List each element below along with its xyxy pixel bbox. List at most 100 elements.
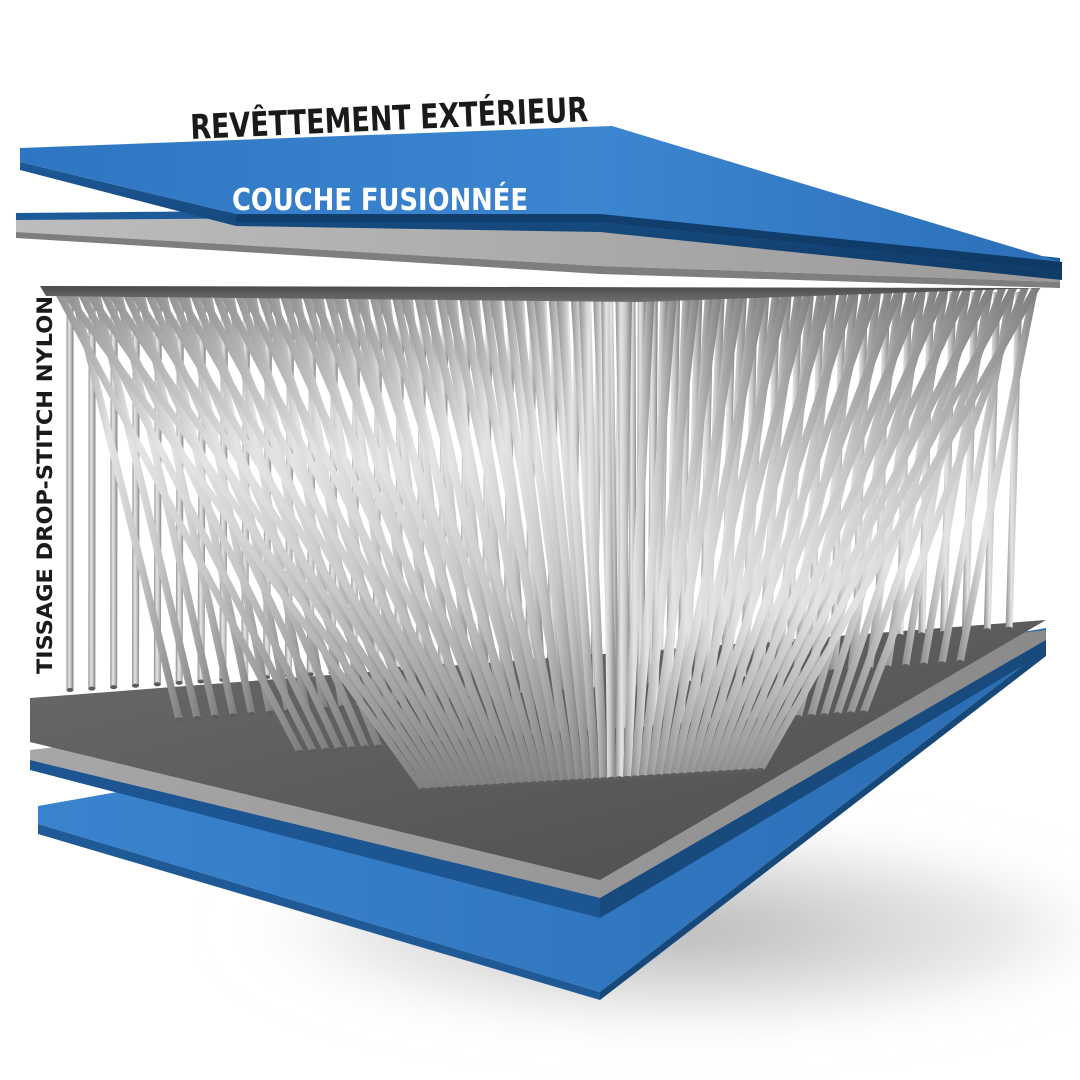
fiber-anchor	[335, 747, 344, 752]
fiber-anchor	[896, 633, 904, 638]
fiber-anchor	[309, 749, 318, 754]
fiber-anchor	[211, 714, 220, 719]
fiber-anchor	[732, 769, 741, 774]
fiber-anchor	[820, 713, 829, 718]
fiber	[147, 287, 460, 788]
fiber-anchor	[450, 785, 460, 790]
fiber-anchor	[348, 746, 357, 751]
fiber	[170, 287, 468, 788]
fiber-anchor	[938, 661, 946, 666]
fiber-anchor	[497, 783, 507, 788]
fiber	[740, 287, 995, 771]
fiber-anchor	[229, 713, 238, 718]
fiber	[859, 288, 1029, 713]
fiber	[615, 287, 633, 779]
fiber	[755, 288, 1041, 770]
fiber	[716, 287, 927, 773]
fiber-anchor	[575, 778, 585, 783]
fiber	[88, 292, 96, 689]
fiber	[833, 288, 984, 715]
fiber-anchor	[918, 632, 926, 637]
fiber	[79, 287, 436, 790]
fiber-anchor	[482, 784, 491, 789]
fiber-anchor	[513, 782, 522, 787]
fiber-anchor	[833, 712, 842, 717]
fiber-anchor	[474, 784, 483, 789]
fiber-anchor	[193, 716, 201, 720]
fiber	[510, 287, 585, 781]
fiber	[708, 287, 905, 773]
fiber-anchor	[529, 781, 538, 786]
fiber-anchor	[490, 783, 499, 788]
fiber-anchor	[661, 773, 671, 778]
fiber	[142, 288, 357, 749]
fiber-anchor	[859, 710, 868, 715]
fiber-anchor	[747, 768, 757, 773]
fiber-anchor	[521, 781, 530, 786]
fiber	[66, 292, 74, 690]
fiber-anchor	[591, 777, 601, 782]
fiber-anchor	[110, 685, 118, 690]
fiber	[102, 287, 444, 789]
fiber-anchor	[419, 787, 429, 792]
fiber	[638, 287, 701, 777]
fiber	[261, 287, 499, 786]
fiber-anchor	[458, 785, 468, 790]
fiber-anchor	[583, 778, 593, 783]
fiber	[351, 287, 530, 784]
fiber-anchor	[153, 682, 161, 687]
fiber	[306, 287, 515, 785]
fiber	[248, 290, 329, 709]
fiber	[442, 287, 562, 782]
top-outer-coating	[20, 126, 1062, 280]
fiber-anchor	[361, 745, 370, 750]
fiber	[747, 287, 1018, 771]
fiber	[724, 287, 950, 772]
fiber	[419, 287, 554, 783]
fiber-anchor	[716, 770, 726, 775]
fiber	[193, 287, 476, 788]
fiber-anchor	[956, 660, 964, 664]
top-base-sheet	[40, 286, 1040, 302]
fiber-anchor	[740, 768, 749, 773]
fiber	[374, 287, 538, 784]
fiber-anchor	[132, 683, 140, 688]
fiber-anchor	[654, 773, 663, 778]
fiber-anchor	[552, 779, 562, 784]
fiber-anchor	[374, 744, 383, 749]
fiber-anchor	[755, 768, 765, 772]
fiber-anchor	[638, 774, 648, 779]
fiber-anchor	[443, 786, 452, 791]
fused-layer-label: COUCHE FUSIONNÉE	[232, 182, 528, 218]
fiber-anchor	[901, 664, 910, 668]
fiber-anchor	[427, 787, 436, 792]
fiber-anchor	[919, 662, 928, 667]
fiber	[74, 288, 318, 752]
fiber	[693, 287, 859, 774]
fiber-anchor	[435, 786, 444, 791]
fiber-anchor	[568, 779, 577, 784]
fiber-anchor	[607, 776, 616, 781]
fiber	[661, 287, 769, 776]
fiber	[654, 287, 746, 776]
fiber-anchor	[677, 772, 687, 777]
fiber-anchor	[544, 780, 554, 785]
fiber-anchor	[685, 772, 694, 777]
fiber	[69, 290, 183, 720]
fiber	[164, 288, 370, 748]
fiber-anchor	[175, 717, 183, 722]
fiber	[487, 287, 577, 782]
fiber	[685, 287, 837, 775]
fiber-anchor	[536, 780, 546, 785]
fiber	[525, 288, 580, 733]
fiber	[238, 287, 491, 787]
fiber	[91, 290, 201, 718]
fiber-anchor	[560, 779, 569, 784]
fiber-anchor	[669, 773, 679, 778]
fiber-anchor	[88, 686, 96, 691]
fiber-anchor	[505, 782, 515, 787]
fiber-anchor	[807, 714, 816, 719]
fiber	[601, 287, 616, 779]
fiber	[283, 287, 507, 786]
fiber	[97, 288, 331, 751]
